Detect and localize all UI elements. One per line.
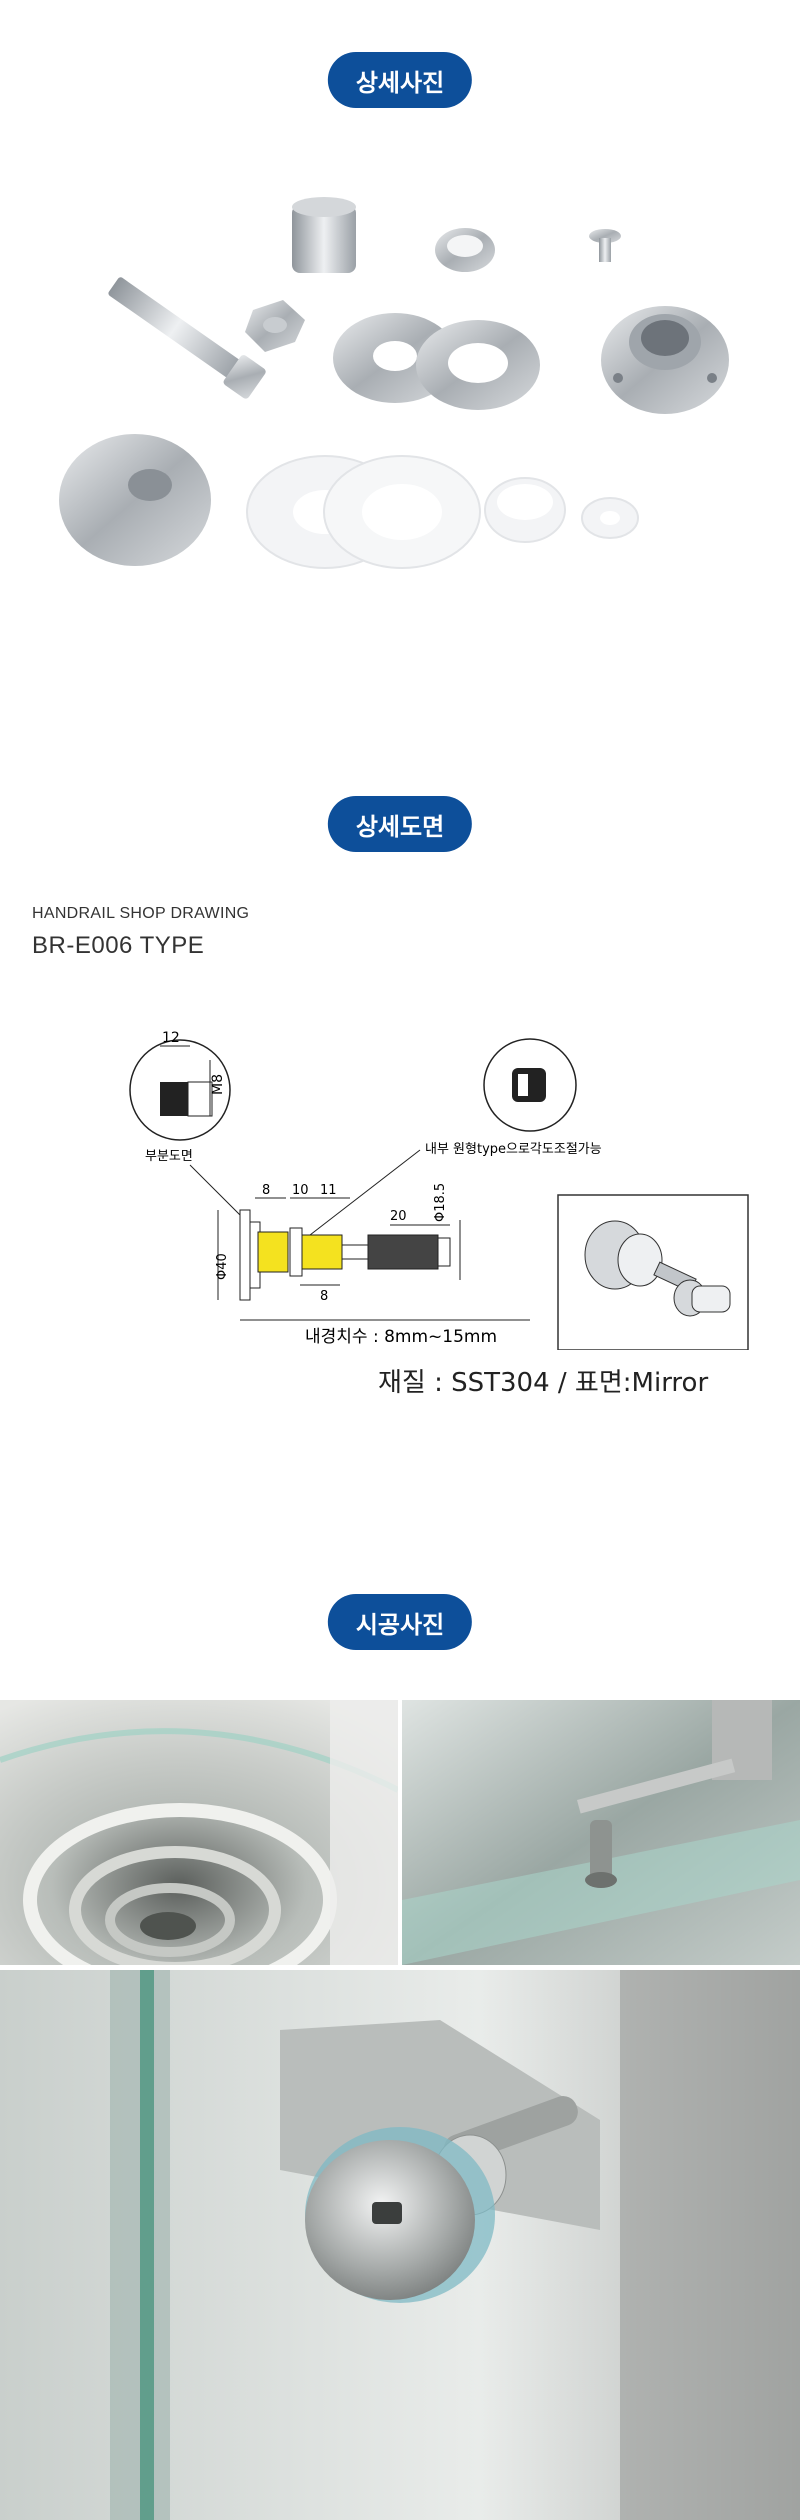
dim-m8: M8 [210,1074,226,1095]
section-title-detail-drawing: 상세도면 [327,796,473,852]
drawing-caption-large: BR-E006 TYPE [32,932,205,959]
inner-note: 내부 원형type으로각도조절가능 [425,1142,602,1157]
disc-part [59,434,211,566]
assembly-3d-view [557,1194,749,1350]
dim-12: 12 [162,1030,180,1046]
parts-photo [59,197,729,569]
screw-part [589,229,621,262]
partial-view-label: 부분도면 [145,1149,193,1164]
dim-phi185: Φ18.5 [433,1183,448,1222]
section-title-install-photo: 시공사진 [327,1594,473,1650]
gasket-part [246,455,639,569]
assembly-section: 8 10 11 20 Φ18.5 Φ40 8 내경치수 : 8mm~15mm [215,1183,530,1347]
dim-phi40: Φ40 [215,1253,230,1280]
flange-part [601,306,729,414]
partial-detail: 12 M8 부분도면 [129,1030,231,1164]
install-photo-closeup [0,1970,800,2520]
bolt-part [108,277,266,399]
dim-10: 10 [292,1183,309,1198]
install-photo-glass-edge [402,1700,800,1965]
dim-11: 11 [320,1183,337,1198]
nut-part [245,300,305,352]
ring-part [435,228,495,272]
washer-part [333,313,540,410]
inner-size-label: 내경치수 : 8mm~15mm [305,1327,497,1347]
install-photo-staircase [0,1700,398,1965]
material-spec: 재질 : SST304 / 표면:Mirror [378,1368,709,1398]
inner-detail: 내부 원형type으로각도조절가능 [425,1038,602,1157]
drawing-caption-small: HANDRAIL SHOP DRAWING [32,905,250,922]
dim-8a: 8 [262,1183,270,1198]
shop-drawing: 12 M8 부분도면 내부 원형type으로각도조절가능 8 10 11 20 … [129,1030,749,1350]
dim-20: 20 [390,1209,407,1224]
dim-8b: 8 [320,1289,328,1304]
cap-part [292,197,356,273]
section-title-detail-photo: 상세사진 [327,52,473,108]
